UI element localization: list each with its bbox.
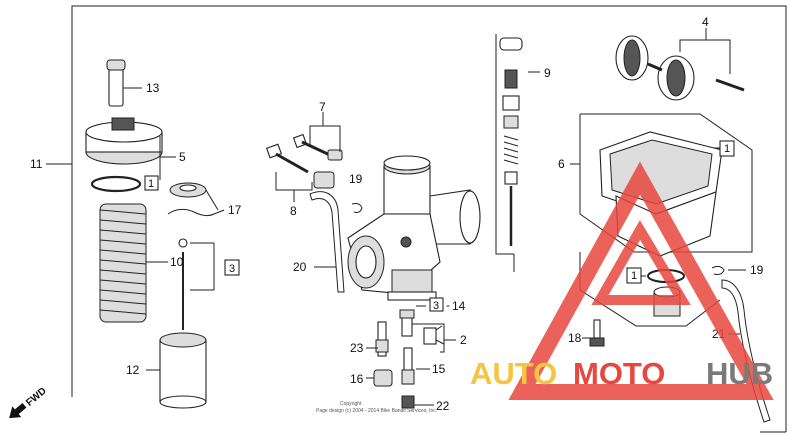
copyright-line-1: Copyright: [340, 401, 362, 407]
callout-15: 15: [432, 362, 446, 376]
callout-13: 13: [146, 81, 160, 95]
callout-16: 16: [350, 372, 364, 386]
boxed-label-3-14: 3: [429, 297, 444, 312]
part-12-throttle-slide: [146, 332, 207, 409]
fwd-arrow: FWD: [9, 386, 49, 419]
diagram-frame: [71, 5, 787, 432]
boxed-label-1-lower: 1: [626, 267, 642, 284]
callout-19-left: 19: [349, 172, 363, 186]
part-13-cable-adjuster: [106, 59, 142, 107]
callout-9: 9: [544, 66, 551, 80]
watermark-hub: HUB: [706, 356, 773, 391]
callout-17: 17: [228, 203, 242, 217]
part-4-float: [615, 28, 745, 101]
callout-2: 2: [460, 333, 467, 347]
part-20-drain-tube: [309, 191, 345, 293]
callout-5: 5: [179, 150, 186, 164]
callout-23: 23: [350, 341, 364, 355]
callout-11: 11: [30, 157, 43, 171]
svg-text:1: 1: [148, 178, 154, 190]
part-10-spring: [99, 203, 168, 323]
part-7-8-adjusting-screws: [265, 112, 343, 202]
callout-8: 8: [290, 204, 297, 218]
boxed-label-1-bowl: 1: [719, 140, 735, 157]
svg-text:1: 1: [631, 270, 637, 282]
part-21-overflow-tube: [721, 279, 771, 423]
callout-12: 12: [126, 363, 140, 377]
part-5-top-cap: [85, 117, 176, 180]
callout-7: 7: [319, 100, 326, 114]
svg-text:FWD: FWD: [24, 386, 49, 409]
part-3-jet-needle: [178, 238, 215, 330]
callout-6: 6: [558, 157, 565, 171]
callout-10: 10: [170, 255, 184, 269]
callout-14: 14: [452, 299, 466, 313]
svg-text:3: 3: [433, 300, 439, 312]
watermark-moto: MOTO: [573, 356, 665, 391]
copyright-line-2: Page design (c) 2004 - 2014 Bike Bandit …: [316, 408, 437, 414]
callout-19-right: 19: [750, 263, 764, 277]
carburetor-body: [347, 155, 481, 301]
jets-group: [366, 305, 456, 409]
boxed-label-3: 3: [224, 259, 240, 276]
callout-20: 20: [293, 260, 307, 274]
watermark-auto: AUTO: [470, 356, 557, 391]
part-17-needle-clip: [167, 182, 225, 217]
part-6-float-bowl: [570, 113, 753, 257]
callout-4: 4: [702, 15, 709, 29]
watermark-triangle-icon: [508, 161, 774, 400]
svg-text:1: 1: [724, 143, 730, 155]
part-9-float-valve: [495, 34, 540, 272]
svg-text:3: 3: [229, 263, 235, 275]
callout-18: 18: [568, 331, 582, 345]
part-19-clip-right: [711, 265, 725, 275]
part-19-clip: [351, 203, 363, 213]
boxed-label-1-left: 1: [144, 175, 159, 191]
o-ring: [90, 175, 142, 193]
part-18-screw: [582, 319, 605, 347]
callout-22: 22: [436, 399, 450, 413]
callout-14-dash: -: [446, 298, 450, 312]
watermark-logo: AUTO MOTO HUB: [470, 161, 774, 400]
